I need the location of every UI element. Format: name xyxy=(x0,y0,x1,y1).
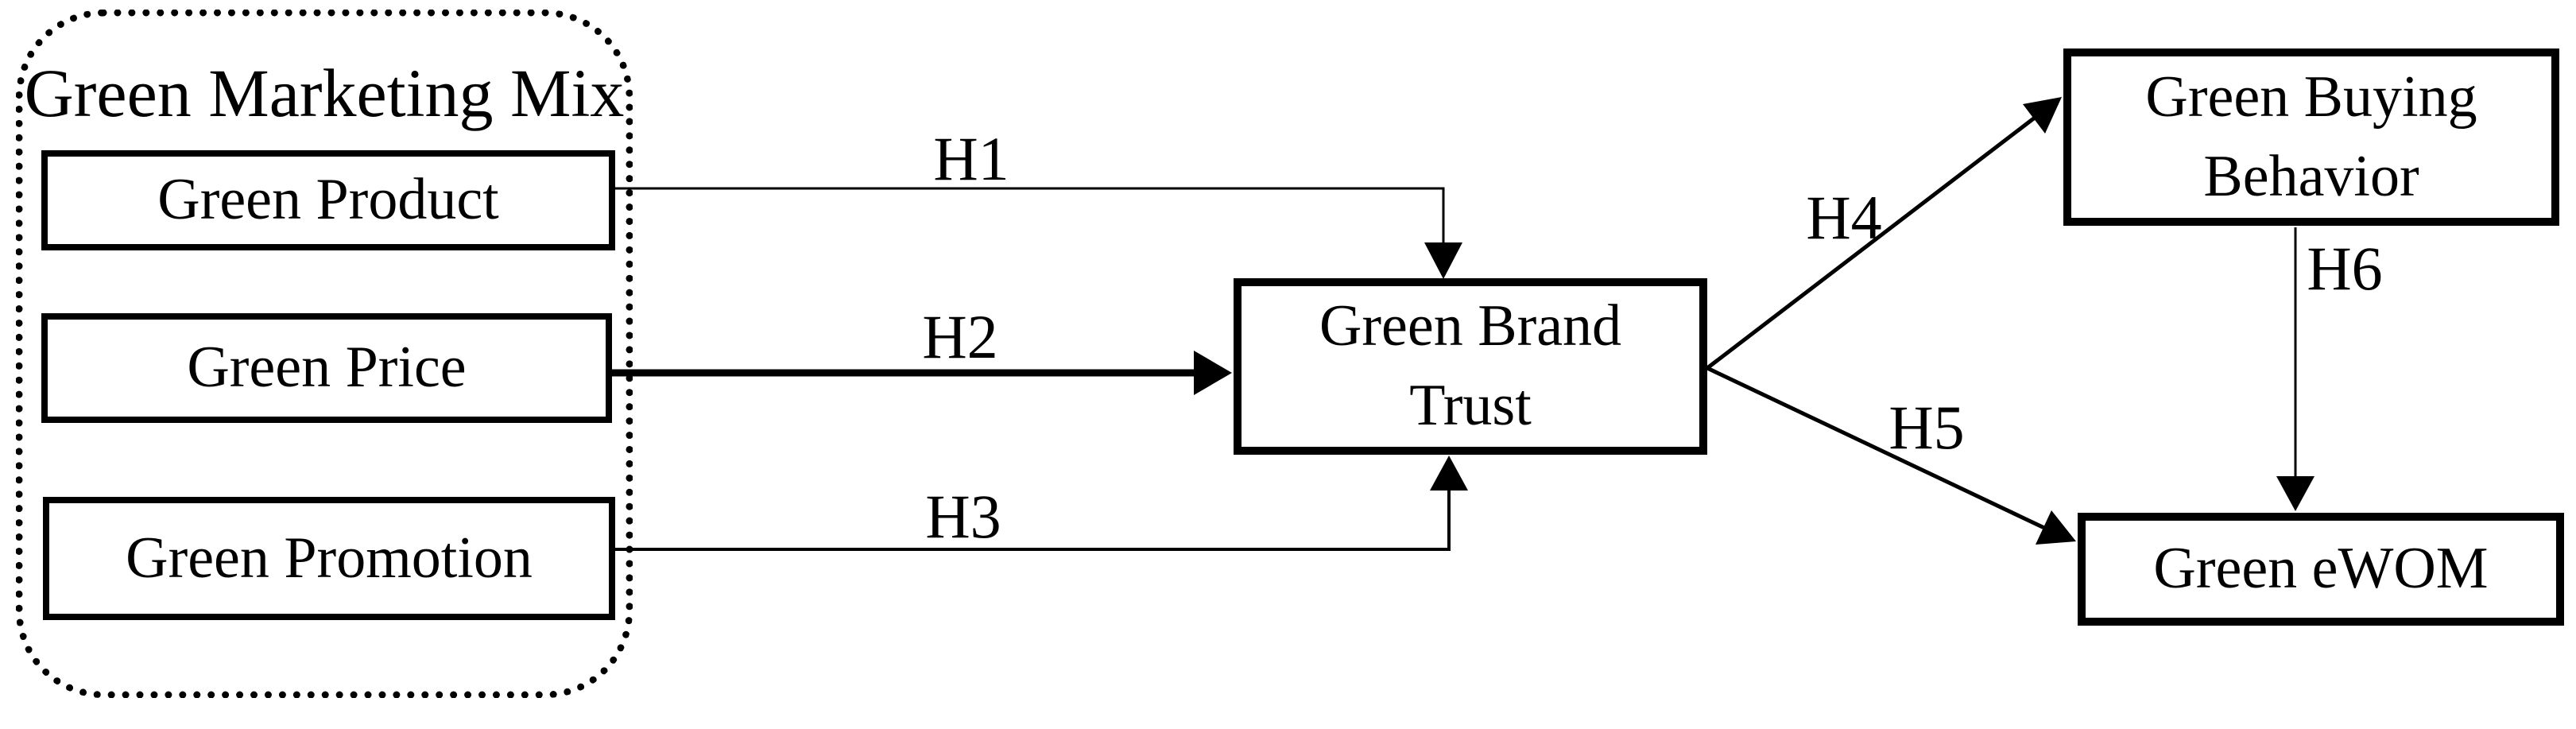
h5-arrowhead xyxy=(2036,510,2076,545)
h3-connector-line xyxy=(615,489,1451,551)
node-green-promotion: Green Promotion xyxy=(43,497,615,620)
edge-label-h2: H2 xyxy=(922,302,998,371)
node-green-price-label: Green Price xyxy=(187,335,467,401)
node-green-price: Green Price xyxy=(41,313,612,423)
h6-arrowhead xyxy=(2276,476,2315,511)
edge-label-h4: H4 xyxy=(1806,183,1882,252)
h1-arrowhead xyxy=(1424,242,1462,279)
edge-label-h5: H5 xyxy=(1888,393,1965,462)
node-green-buying-behavior: Green Buying Behavior xyxy=(2063,48,2559,226)
node-green-brand-trust: Green Brand Trust xyxy=(1234,278,1707,455)
node-green-buying-behavior-label: Green Buying Behavior xyxy=(2145,64,2477,209)
h3-arrowhead xyxy=(1430,456,1468,491)
node-green-brand-trust-label: Green Brand Trust xyxy=(1319,293,1622,438)
edge-label-h1: H1 xyxy=(933,124,1009,193)
node-green-ewom-label: Green eWOM xyxy=(2153,536,2489,602)
edge-label-h6: H6 xyxy=(2307,234,2383,303)
node-green-promotion-label: Green Promotion xyxy=(126,525,533,591)
h5-connector-line xyxy=(1706,366,2046,530)
h4-arrowhead xyxy=(2023,97,2062,134)
node-green-ewom: Green eWOM xyxy=(2078,513,2564,626)
h4-connector-line xyxy=(1706,116,2036,370)
h1-connector-line xyxy=(607,187,1445,242)
h2-arrowhead xyxy=(1194,351,1232,395)
edge-label-h3: H3 xyxy=(925,482,1001,551)
node-green-product-label: Green Product xyxy=(157,167,499,233)
green-marketing-mix-group-title: Green Marketing Mix xyxy=(24,55,625,131)
node-green-product: Green Product xyxy=(41,150,615,250)
green-marketing-mix-group-frame xyxy=(16,10,633,698)
